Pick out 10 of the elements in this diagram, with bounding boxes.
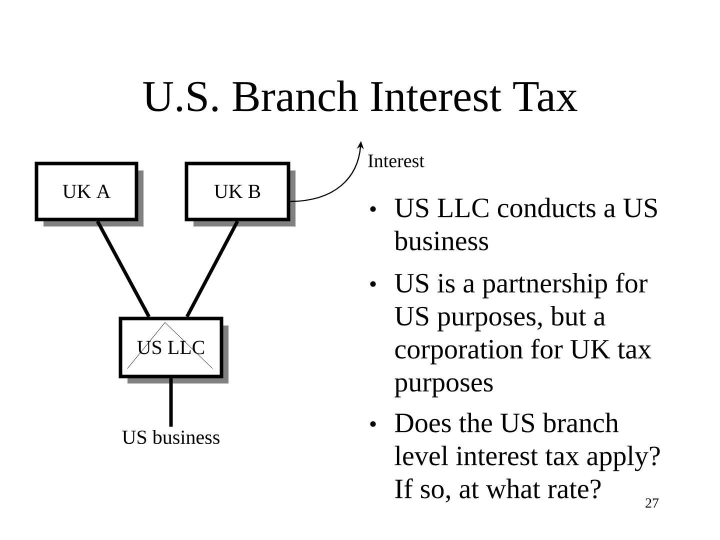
bullet-text: US is a partnership for US purposes, but a corporation for UK tax purposes xyxy=(394,272,652,398)
bullet-text: US LLC conducts a US business xyxy=(394,198,657,250)
edge-label: Interest xyxy=(366,154,426,168)
node-label: US business xyxy=(122,430,220,444)
connector-line xyxy=(185,220,240,318)
connector-line xyxy=(96,220,151,318)
entity-box: UK B xyxy=(184,162,296,226)
title: U.S. Branch Interest Tax xyxy=(143,80,578,112)
connector-line xyxy=(169,378,173,427)
entity-box: UK A xyxy=(34,162,144,226)
